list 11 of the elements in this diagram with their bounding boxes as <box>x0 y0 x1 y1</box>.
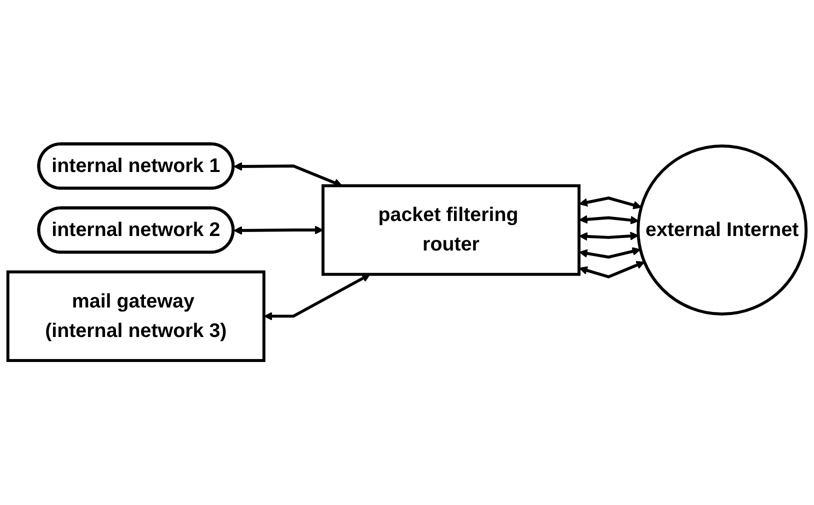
arrow <box>579 232 639 242</box>
arrow <box>579 215 639 225</box>
arrow <box>234 162 342 188</box>
arrow <box>264 274 370 321</box>
node-box: mail gateway (internal network 3) <box>6 270 266 362</box>
arrow <box>234 226 324 236</box>
arrow <box>579 247 641 259</box>
arrow <box>579 196 642 210</box>
node-circle: external Internet <box>636 144 808 316</box>
node-box: packet filtering router <box>322 184 580 276</box>
arrow <box>579 261 645 279</box>
